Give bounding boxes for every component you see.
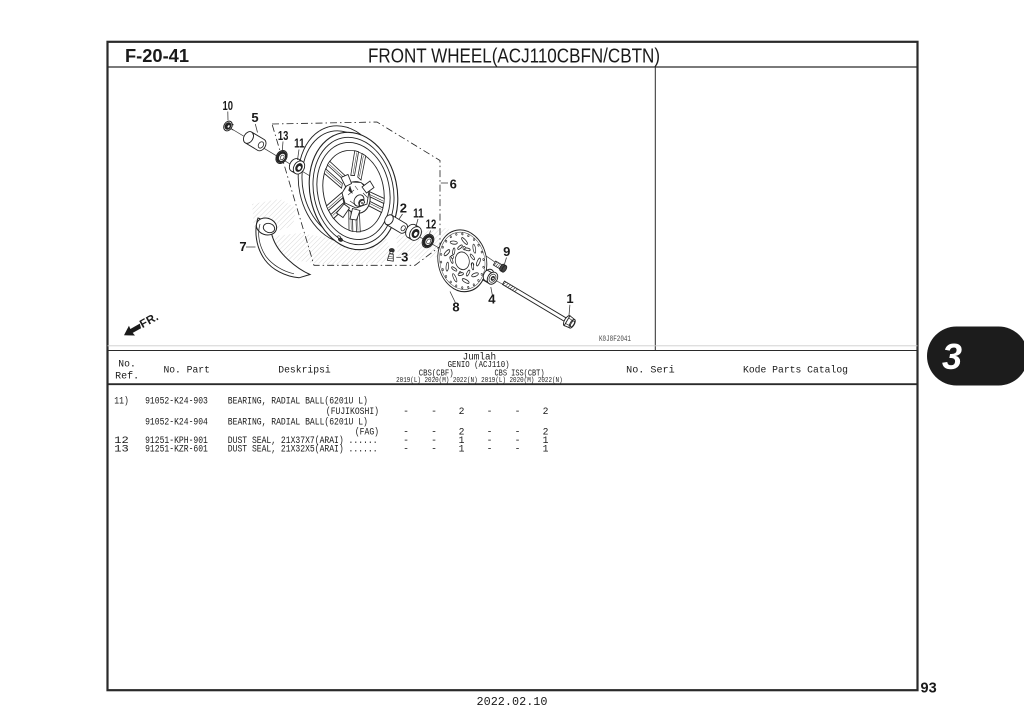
svg-text:12: 12 — [426, 217, 437, 232]
svg-text:GENIO (ACJ110): GENIO (ACJ110) — [448, 360, 510, 370]
svg-text:91052-K24-903: 91052-K24-903 — [145, 396, 208, 407]
svg-text:-: - — [487, 443, 493, 454]
svg-text:8: 8 — [452, 300, 459, 315]
svg-text:13: 13 — [114, 443, 129, 454]
svg-text:2: 2 — [543, 426, 549, 437]
svg-text:K0J8F2041: K0J8F2041 — [599, 335, 631, 344]
svg-text:2: 2 — [459, 426, 465, 437]
svg-text:(FUJIKOSHI): (FUJIKOSHI) — [326, 406, 379, 417]
svg-text:Jumlah: Jumlah — [463, 352, 497, 364]
svg-text:2: 2 — [543, 406, 549, 417]
svg-text:-: - — [431, 443, 437, 454]
svg-text:-: - — [515, 406, 521, 417]
svg-text:F-20-41: F-20-41 — [125, 45, 189, 66]
svg-text:CBS(CBF): CBS(CBF) — [419, 369, 454, 379]
svg-text:4: 4 — [488, 291, 496, 306]
svg-text:Kode Parts Catalog: Kode Parts Catalog — [743, 364, 848, 376]
svg-text:BEARING, RADIAL BALL(6201U L): BEARING, RADIAL BALL(6201U L) — [228, 396, 368, 407]
svg-text:2: 2 — [459, 406, 465, 417]
svg-text:11): 11) — [114, 396, 128, 407]
svg-text:2: 2 — [400, 201, 407, 216]
svg-text:No. Seri: No. Seri — [626, 364, 675, 376]
svg-text:91251-KZR-601: 91251-KZR-601 — [145, 443, 208, 454]
svg-text:7: 7 — [239, 239, 246, 254]
svg-text:1: 1 — [543, 443, 549, 454]
svg-text:-: - — [515, 435, 521, 446]
svg-text:91052-K24-904: 91052-K24-904 — [145, 416, 208, 427]
svg-text:DUST SEAL, 21X32X5(ARAI) .....: DUST SEAL, 21X32X5(ARAI) ...... — [228, 443, 378, 454]
svg-text:Ref.: Ref. — [115, 371, 139, 383]
svg-text:-: - — [403, 443, 409, 454]
svg-text:-: - — [431, 426, 437, 437]
svg-text:1: 1 — [566, 291, 573, 306]
svg-text:-: - — [431, 435, 437, 446]
svg-text:-: - — [487, 406, 493, 417]
svg-text:-: - — [403, 406, 409, 417]
svg-text:2019(L) 2020(M) 2022(N) 2019(L: 2019(L) 2020(M) 2022(N) 2019(L) 2020(M) … — [396, 377, 563, 385]
svg-text:CBS ISS(CBT): CBS ISS(CBT) — [495, 369, 545, 379]
svg-text:91251-KPH-901: 91251-KPH-901 — [145, 435, 208, 446]
svg-text:-: - — [403, 435, 409, 446]
svg-text:6: 6 — [450, 176, 457, 191]
svg-text:(FAG): (FAG) — [355, 426, 379, 437]
svg-text:-: - — [431, 406, 437, 417]
svg-text:13: 13 — [278, 128, 289, 143]
svg-text:93: 93 — [921, 681, 937, 697]
svg-text:11: 11 — [413, 205, 424, 220]
svg-text:FRONT WHEEL(ACJ110CBFN/CBTN): FRONT WHEEL(ACJ110CBFN/CBTN) — [368, 46, 660, 68]
svg-text:1: 1 — [459, 435, 465, 446]
svg-text:-: - — [403, 426, 409, 437]
svg-text:3: 3 — [401, 250, 408, 265]
svg-text:-: - — [515, 443, 521, 454]
svg-text:5: 5 — [251, 110, 258, 125]
svg-text:3: 3 — [942, 336, 962, 377]
svg-text:11: 11 — [294, 136, 305, 151]
svg-text:10: 10 — [222, 98, 233, 113]
svg-text:-: - — [487, 435, 493, 446]
svg-text:DUST SEAL, 21X37X7(ARAI) .....: DUST SEAL, 21X37X7(ARAI) ...... — [228, 435, 378, 446]
svg-text:12: 12 — [114, 435, 129, 446]
svg-text:BEARING, RADIAL BALL(6201U L): BEARING, RADIAL BALL(6201U L) — [228, 416, 368, 427]
svg-text:1: 1 — [543, 435, 549, 446]
svg-text:9: 9 — [503, 244, 510, 259]
svg-text:Deskripsi: Deskripsi — [278, 364, 331, 376]
svg-text:1: 1 — [459, 443, 465, 454]
svg-text:2022.02.10: 2022.02.10 — [477, 696, 548, 709]
svg-text:-: - — [515, 426, 521, 437]
svg-text:No.: No. — [118, 359, 136, 370]
svg-text:No. Part: No. Part — [163, 365, 210, 376]
svg-text:-: - — [487, 426, 493, 437]
